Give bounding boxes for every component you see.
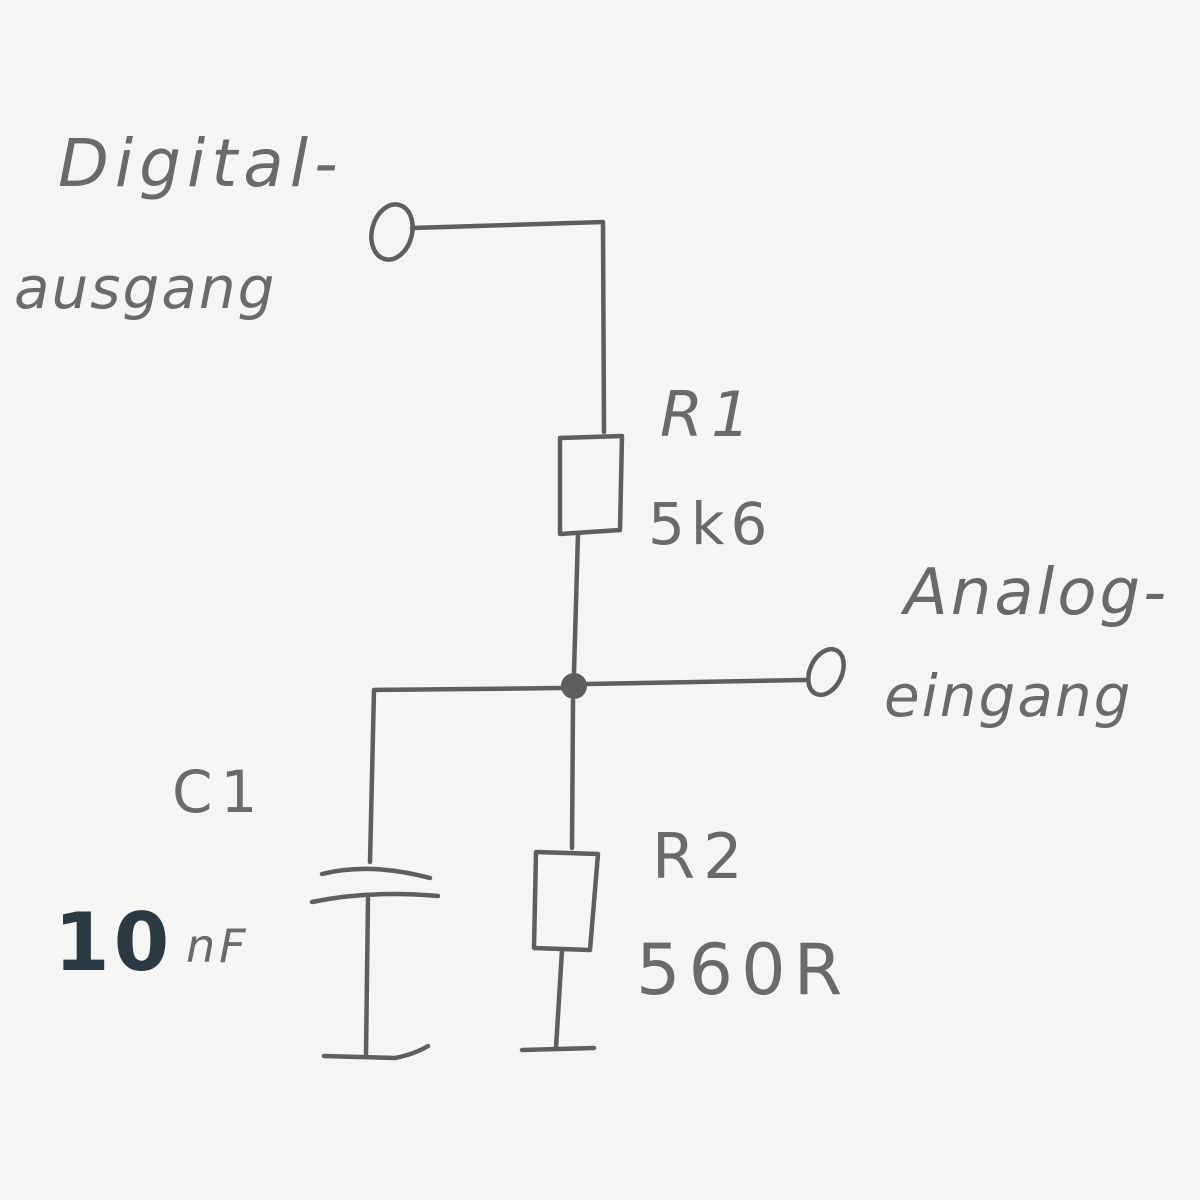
digital-output-terminal <box>369 202 415 262</box>
r2-name-label: R2 <box>652 820 751 893</box>
analog-input-label-line1: Analog- <box>900 556 1169 630</box>
wire-c1-to-ground <box>363 895 371 1057</box>
junction-node <box>561 673 587 699</box>
resistor-r1 <box>557 433 625 537</box>
r1-value-label: 5k6 <box>648 490 773 558</box>
wire-junction-to-analog <box>583 677 808 687</box>
c1-value-unit: nF <box>186 919 250 973</box>
wire-junction-to-c1 <box>367 685 565 865</box>
resistor-r2 <box>531 849 601 953</box>
r1-name-label: R1 <box>660 378 759 451</box>
digital-output-label-line1: Digital- <box>58 125 344 202</box>
analog-input-label-line2: eingang <box>884 662 1133 730</box>
ground-symbol-r2 <box>519 1045 597 1053</box>
wire-r1-to-junction <box>571 531 581 675</box>
c1-value-number: 10 <box>54 896 173 989</box>
digital-output-label-line2: ausgang <box>14 254 276 322</box>
wire-r2-to-ground <box>553 947 565 1051</box>
r2-value-label: 560R <box>636 929 850 1011</box>
ground-symbol-c1 <box>321 1043 431 1061</box>
capacitor-c1-top-plate <box>319 866 433 881</box>
wire-digital-to-r1 <box>409 219 607 435</box>
analog-input-terminal <box>806 646 846 698</box>
wire-junction-to-r2 <box>569 697 576 851</box>
capacitor-c1-bottom-plate <box>309 891 441 905</box>
c1-name-label: C1 <box>172 758 265 826</box>
